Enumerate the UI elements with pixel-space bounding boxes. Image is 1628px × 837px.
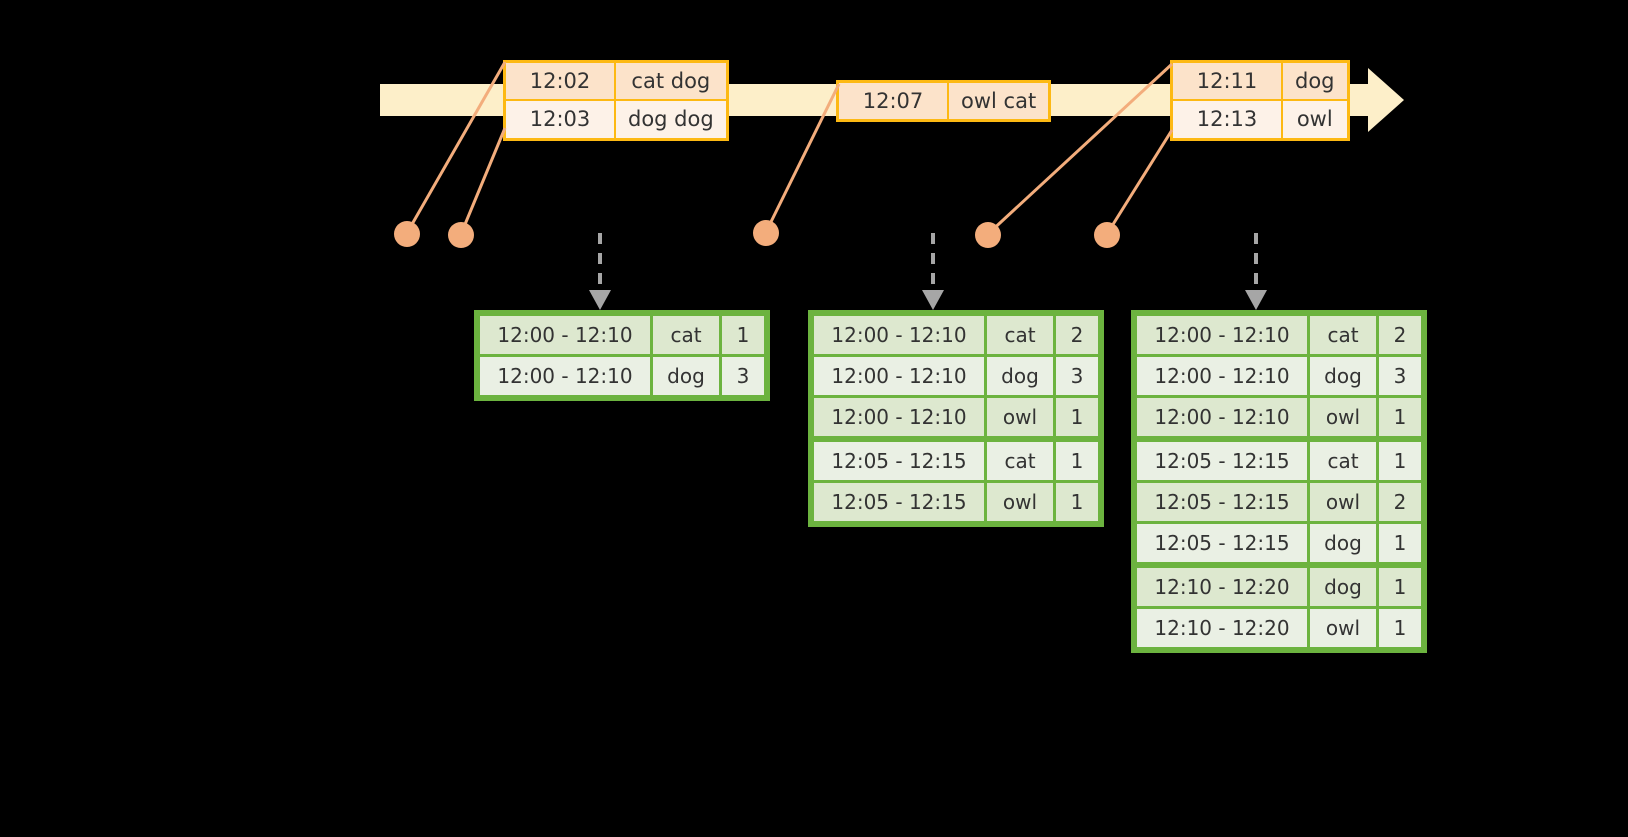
event-dot[interactable]: [1094, 222, 1120, 248]
event-words: owl cat: [947, 80, 1051, 122]
result-table-3[interactable]: 12:00 - 12:10 cat 2 12:00 - 12:10 dog 3 …: [1131, 310, 1427, 653]
count-cell: 3: [1056, 357, 1098, 395]
window-cell: 12:00 - 12:10: [814, 357, 984, 395]
event-time: 12:13: [1170, 99, 1283, 141]
event-group-2[interactable]: 12:07 owl cat: [836, 80, 1052, 123]
table-row[interactable]: 12:00 - 12:10 dog 3: [814, 357, 1098, 395]
table-row[interactable]: 12:05 - 12:15 owl 1: [814, 483, 1098, 521]
event-row[interactable]: 12:13 owl: [1170, 99, 1350, 141]
table-row[interactable]: 12:00 - 12:10 cat 2: [814, 316, 1098, 354]
timeline-arrowhead: [1368, 68, 1404, 132]
count-cell: 2: [1056, 316, 1098, 354]
count-cell: 1: [722, 316, 764, 354]
table-row[interactable]: 12:00 - 12:10 owl 1: [1137, 398, 1421, 436]
event-group-1[interactable]: 12:02 cat dog 12:03 dog dog: [503, 60, 729, 141]
key-cell: cat: [1310, 439, 1376, 480]
event-dot[interactable]: [753, 220, 779, 246]
flow-arrow-3: [1245, 233, 1267, 310]
event-time: 12:03: [503, 99, 616, 141]
key-cell: cat: [987, 316, 1053, 354]
event-row[interactable]: 12:03 dog dog: [503, 99, 729, 141]
window-cell: 12:00 - 12:10: [480, 316, 650, 354]
table-row[interactable]: 12:00 - 12:10 dog 3: [1137, 357, 1421, 395]
window-cell: 12:05 - 12:15: [814, 483, 984, 521]
key-cell: owl: [1310, 398, 1376, 436]
event-words: owl: [1280, 99, 1350, 141]
table-row[interactable]: 12:05 - 12:15 dog 1: [1137, 524, 1421, 562]
count-cell: 1: [1056, 439, 1098, 480]
event-words: cat dog: [613, 60, 729, 102]
event-dot[interactable]: [975, 222, 1001, 248]
event-words: dog dog: [613, 99, 729, 141]
key-cell: owl: [987, 398, 1053, 436]
key-cell: owl: [1310, 483, 1376, 521]
event-row[interactable]: 12:02 cat dog: [503, 60, 729, 102]
window-cell: 12:00 - 12:10: [1137, 398, 1307, 436]
table-row[interactable]: 12:05 - 12:15 cat 1: [1137, 439, 1421, 480]
event-dot[interactable]: [394, 221, 420, 247]
result-table-2[interactable]: 12:00 - 12:10 cat 2 12:00 - 12:10 dog 3 …: [808, 310, 1104, 527]
result-table-1[interactable]: 12:00 - 12:10 cat 1 12:00 - 12:10 dog 3: [474, 310, 770, 401]
window-cell: 12:00 - 12:10: [1137, 357, 1307, 395]
count-cell: 3: [722, 357, 764, 395]
key-cell: dog: [1310, 565, 1376, 606]
window-cell: 12:05 - 12:15: [814, 439, 984, 480]
event-row[interactable]: 12:07 owl cat: [836, 80, 1051, 122]
count-cell: 1: [1056, 483, 1098, 521]
count-cell: 2: [1379, 483, 1421, 521]
count-cell: 3: [1379, 357, 1421, 395]
key-cell: cat: [1310, 316, 1376, 354]
window-cell: 12:00 - 12:10: [814, 316, 984, 354]
key-cell: dog: [987, 357, 1053, 395]
key-cell: dog: [1310, 524, 1376, 562]
table-row[interactable]: 12:00 - 12:10 owl 1: [814, 398, 1098, 436]
event-words: dog: [1280, 60, 1350, 102]
window-cell: 12:00 - 12:10: [480, 357, 650, 395]
connector-line: [1105, 129, 1174, 235]
key-cell: owl: [1310, 609, 1376, 647]
key-cell: cat: [653, 316, 719, 354]
table-row[interactable]: 12:00 - 12:10 cat 1: [480, 316, 764, 354]
window-cell: 12:05 - 12:15: [1137, 524, 1307, 562]
count-cell: 1: [1379, 524, 1421, 562]
count-cell: 1: [1056, 398, 1098, 436]
table-row[interactable]: 12:00 - 12:10 dog 3: [480, 357, 764, 395]
event-row[interactable]: 12:11 dog: [1170, 60, 1350, 102]
event-time: 12:11: [1170, 60, 1283, 102]
key-cell: dog: [653, 357, 719, 395]
table-row[interactable]: 12:10 - 12:20 dog 1: [1137, 565, 1421, 606]
event-dot[interactable]: [448, 222, 474, 248]
event-time: 12:02: [503, 60, 616, 102]
count-cell: 1: [1379, 609, 1421, 647]
window-cell: 12:05 - 12:15: [1137, 483, 1307, 521]
key-cell: dog: [1310, 357, 1376, 395]
window-cell: 12:10 - 12:20: [1137, 609, 1307, 647]
table-row[interactable]: 12:00 - 12:10 cat 2: [1137, 316, 1421, 354]
flow-arrow-1: [589, 233, 611, 310]
count-cell: 2: [1379, 316, 1421, 354]
window-cell: 12:05 - 12:15: [1137, 439, 1307, 480]
connector-line: [459, 127, 507, 235]
count-cell: 1: [1379, 398, 1421, 436]
window-cell: 12:00 - 12:10: [1137, 316, 1307, 354]
window-cell: 12:00 - 12:10: [814, 398, 984, 436]
window-cell: 12:10 - 12:20: [1137, 565, 1307, 606]
count-cell: 1: [1379, 565, 1421, 606]
event-time: 12:07: [836, 80, 949, 122]
flow-arrow-2: [922, 233, 944, 310]
key-cell: owl: [987, 483, 1053, 521]
table-row[interactable]: 12:10 - 12:20 owl 1: [1137, 609, 1421, 647]
key-cell: cat: [987, 439, 1053, 480]
event-group-3[interactable]: 12:11 dog 12:13 owl: [1170, 60, 1350, 141]
table-row[interactable]: 12:05 - 12:15 owl 2: [1137, 483, 1421, 521]
table-row[interactable]: 12:05 - 12:15 cat 1: [814, 439, 1098, 480]
count-cell: 1: [1379, 439, 1421, 480]
